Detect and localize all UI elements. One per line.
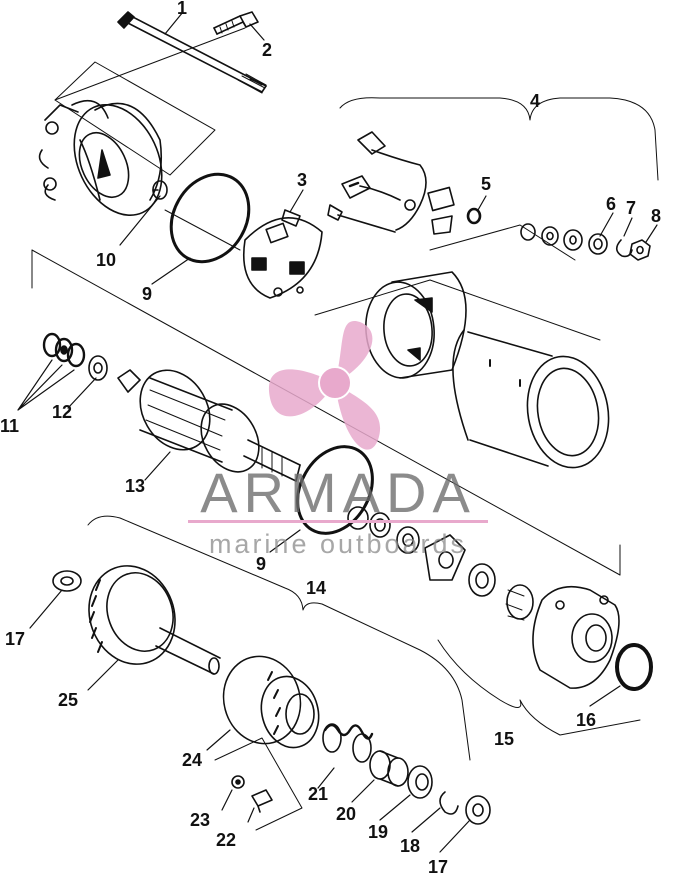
clutch-pinion bbox=[222, 655, 320, 749]
armature bbox=[117, 369, 301, 482]
washer-6 bbox=[588, 233, 608, 255]
pinion-shaft bbox=[88, 565, 221, 675]
callout-13: 13 bbox=[125, 476, 145, 496]
return-spring bbox=[322, 723, 374, 763]
clip-23 bbox=[231, 775, 245, 789]
o-ring-upper bbox=[169, 172, 251, 264]
watermark-rule bbox=[188, 520, 488, 523]
o-ring-drive-end bbox=[615, 643, 653, 691]
drive-end-housing bbox=[532, 585, 620, 689]
end-cover-housing bbox=[38, 99, 163, 217]
nut-8 bbox=[629, 239, 651, 261]
bearing bbox=[468, 563, 496, 597]
armada-watermark: ARMADA marine outboards bbox=[188, 320, 488, 559]
spring-set bbox=[42, 332, 86, 368]
washer-17-upper bbox=[52, 570, 82, 592]
callout-8: 8 bbox=[651, 206, 661, 226]
callout-12: 12 bbox=[52, 402, 72, 422]
stop-collar bbox=[369, 750, 409, 787]
bushing bbox=[152, 180, 168, 200]
callout-14: 14 bbox=[306, 578, 326, 598]
bearing-19 bbox=[407, 765, 433, 799]
callout-23: 23 bbox=[190, 810, 210, 830]
motor-yoke bbox=[452, 329, 610, 469]
callout-19: 19 bbox=[368, 822, 388, 842]
callout-2: 2 bbox=[262, 40, 272, 60]
callout-3: 3 bbox=[297, 170, 307, 190]
callout-9-lower: 9 bbox=[256, 554, 266, 574]
callout-10: 10 bbox=[96, 250, 116, 270]
snap-ring-18 bbox=[439, 791, 459, 815]
o-ring-lower bbox=[296, 445, 374, 535]
callout-5: 5 bbox=[481, 174, 491, 194]
callout-17: 17 bbox=[5, 629, 25, 649]
callout-6: 6 bbox=[606, 194, 616, 214]
callout-25: 25 bbox=[58, 690, 78, 710]
watermark-brand: ARMADA bbox=[200, 461, 476, 524]
callout-15: 15 bbox=[494, 729, 514, 749]
callout-17-lower: 17 bbox=[428, 857, 448, 873]
brush-plate bbox=[243, 209, 323, 299]
pin-22 bbox=[251, 789, 273, 813]
callout-21: 21 bbox=[308, 784, 328, 804]
callout-22: 22 bbox=[216, 830, 236, 850]
watermark-tagline: marine outboards bbox=[209, 529, 467, 559]
brush-holder bbox=[327, 131, 455, 235]
callout-18: 18 bbox=[400, 836, 420, 856]
terminal-hardware bbox=[520, 223, 651, 261]
field-frame bbox=[365, 271, 467, 379]
callout-4: 4 bbox=[530, 91, 540, 111]
callout-24: 24 bbox=[182, 750, 202, 770]
callout-leaders bbox=[17, 11, 658, 853]
washer-small bbox=[466, 207, 482, 225]
callout-20: 20 bbox=[336, 804, 356, 824]
screw bbox=[213, 11, 259, 35]
callout-numbers: 1 2 3 4 5 6 7 8 9 10 11 12 13 14 15 16 1… bbox=[0, 0, 661, 873]
callout-9: 9 bbox=[142, 284, 152, 304]
shims bbox=[347, 506, 420, 554]
retainer-plate bbox=[424, 534, 466, 581]
washer-17-lower bbox=[465, 795, 491, 825]
callout-7: 7 bbox=[626, 198, 636, 218]
needle-bearing bbox=[505, 584, 534, 621]
callout-1: 1 bbox=[177, 0, 187, 18]
callout-11: 11 bbox=[0, 416, 19, 436]
callout-16: 16 bbox=[576, 710, 596, 730]
through-bolt bbox=[117, 11, 267, 94]
thrust-washer bbox=[88, 355, 108, 381]
propeller-logo bbox=[268, 320, 381, 450]
outline-leader-lines bbox=[31, 27, 659, 831]
